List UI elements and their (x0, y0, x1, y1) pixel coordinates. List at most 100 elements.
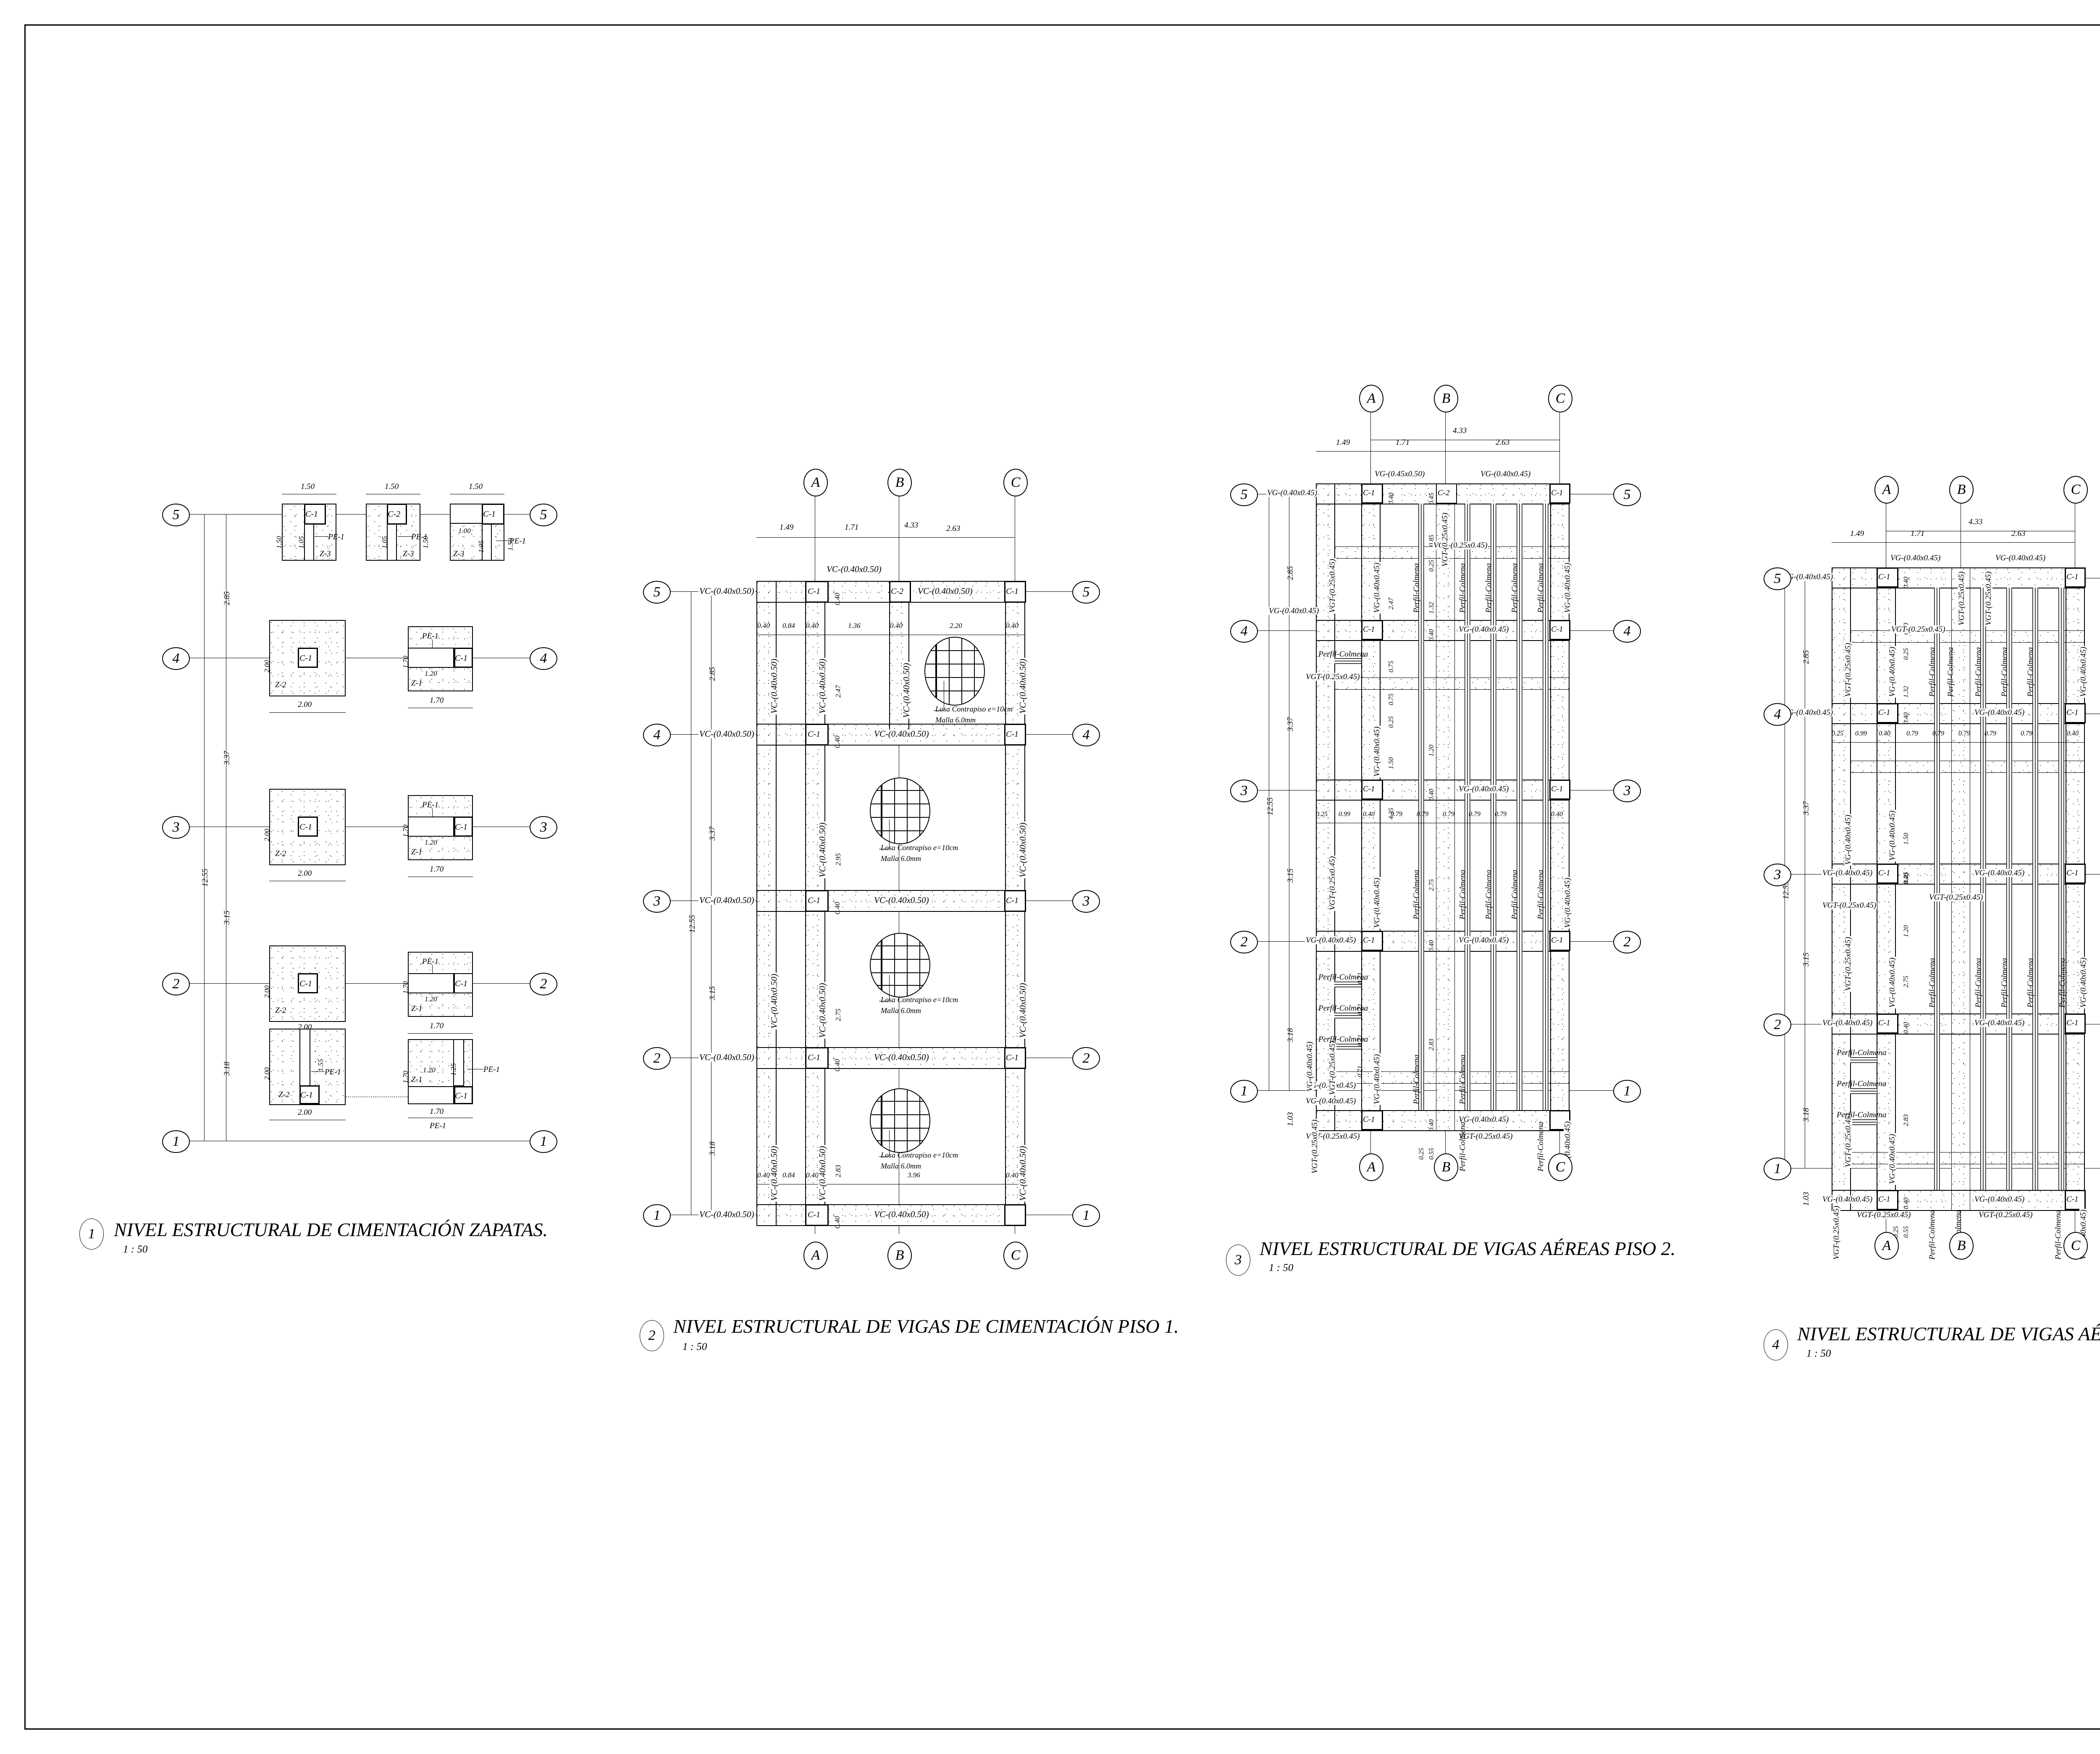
d4-o-r4a (1832, 703, 2084, 704)
footing-tag-z1-row4: Z-1 (411, 679, 423, 688)
d3-ih-040b: 0.40 (1551, 811, 1563, 818)
d3-sd-025-c: 0.25 (1418, 1148, 1425, 1160)
dim-in-040-3: 0.40 (890, 622, 903, 630)
d3-sd-247: 2.47 (1388, 598, 1395, 609)
column-tag-c1-a: C-1 (305, 509, 318, 519)
d4-joist-2 (1980, 588, 1986, 1190)
d3-ctag-c2: C-1 (1551, 936, 1563, 945)
grid-bubble-label: C (2071, 482, 2081, 497)
dim-z2-h-row4: 2.00 (263, 660, 271, 672)
footing-tag-z3-a: Z-3 (320, 549, 331, 558)
d3-vgt-h-3 (1334, 1071, 1569, 1083)
dim-in-040-1: 0.40 (757, 622, 770, 630)
beam-label-r3-left: VC-(0.40x0.50) (698, 895, 755, 905)
d4-bubble-row-1-l: 1 (1764, 1158, 1791, 1180)
beam-label-vl-2: VC-(0.40x0.50) (769, 973, 779, 1029)
losa-contrapiso-2 (870, 777, 930, 844)
d4-lbl-vg-vr1: VG-(0.40x0.45) (2079, 646, 2088, 698)
d3-joist-lbl-h1: Perfil-Colmena (1318, 650, 1368, 659)
detail-number-3: 3 (1226, 1245, 1250, 1276)
d4-joist-lbl-3: Perfil-Colmena (1974, 647, 1983, 697)
grid-bubble-row-1-l: 1 (643, 1204, 671, 1227)
grid-bubble-label: A (1882, 1238, 1891, 1253)
d4-ctag-a2: C-1 (1878, 1019, 1890, 1027)
detail-title-4: NIVEL ESTRUCTURAL DE VIGAS AÉREAS PISO (1797, 1323, 2100, 1344)
grid-bubble-label: 4 (172, 651, 180, 666)
d3-sd-283: 2.83 (1428, 1039, 1435, 1050)
dim-120-row1: 1.20 (423, 1066, 436, 1074)
column-a1 (805, 1204, 829, 1226)
d3-joist-lbl-8: Perfil-Colmena (1484, 869, 1493, 919)
d3-bubble-row-5-r: 5 (1613, 483, 1641, 506)
losa-note-2a: Losa Contrapiso e=10cm (881, 843, 958, 852)
outline-mb2 (908, 581, 909, 735)
d3-dim-263: 2.63 (1496, 438, 1510, 447)
d3-lbl-vgt-v3: VGT-(0.25x0.45) (1328, 1040, 1337, 1096)
d3-dim-149: 1.49 (1336, 438, 1350, 447)
dim-h-433: 4.33 (904, 521, 919, 530)
d3-bubble-row-3-r: 3 (1613, 780, 1641, 802)
d3-row-line-1 (1256, 1090, 1613, 1091)
footing-tag-z1-row2: Z-1 (411, 1004, 423, 1013)
grid-bubble-label: B (1441, 391, 1451, 406)
grid-bubble-label: 5 (1082, 584, 1090, 600)
d4-lbl-vg-top-r: VG-(0.40x0.45) (1995, 554, 2047, 562)
d4-lbl-vg-v2: VG-(0.40x0.45) (1888, 809, 1897, 861)
pile-label-z1-row1-r: PE-1 (483, 1065, 500, 1074)
grid-bubble-label: 5 (1774, 571, 1781, 586)
grid-bubble-row-3: 3 (162, 816, 190, 839)
d4-col-c4 (2065, 703, 2086, 723)
losa-note-4a: Losa Contrapiso e=10cm (881, 1151, 958, 1159)
footing-tag-z1-row3: Z-1 (411, 848, 423, 856)
d4-o-r4b (1832, 723, 2084, 724)
d3-sd-055: 0.55 (1428, 1148, 1435, 1160)
d3-joist-2 (1465, 504, 1470, 1110)
beam-label-vl-3: VC-(0.40x0.50) (769, 1145, 779, 1202)
d4-sd-040-b: 0.40 (1903, 712, 1910, 724)
d3-o-m2 (1380, 483, 1381, 1130)
d3-o-r4a (1316, 620, 1569, 621)
dim-in-084: 0.84 (782, 622, 795, 630)
d3-lbl-vg-r1-right: VG-(0.40x0.45) (1458, 1115, 1510, 1124)
d3-joist-5 (1543, 504, 1549, 1110)
d3-sd-040-e: 0.40 (1428, 1119, 1435, 1131)
grid-bubble-label: 4 (1623, 623, 1631, 639)
d4-bubble-col-b-top: B (1949, 476, 1974, 504)
d3-o-r1 (1550, 483, 1551, 1130)
dim-040-a4: 0.40 (833, 735, 841, 748)
d3-o-vgt3a (1334, 1071, 1569, 1072)
d3-ctag-a1: C-1 (1363, 1115, 1375, 1124)
dim-040-a5: 0.40 (833, 593, 841, 605)
d3-joist-lbl-14: Perfil-Colmena (1458, 1121, 1467, 1171)
d3-o-vgt1b (1334, 558, 1569, 559)
d3-sd-040-b: 0.40 (1428, 629, 1435, 641)
d3-bubble-row-2-l: 2 (1230, 931, 1258, 953)
d3-ih-079-2: 0.79 (1417, 811, 1428, 818)
d4-joist-3 (2006, 588, 2012, 1190)
column-tag-c3: C-1 (1006, 896, 1018, 905)
d4-vgt-h-3 (1850, 1152, 2084, 1164)
d4-lbl-vgt-vb1: VGT-(0.25x0.45) (1957, 570, 1966, 626)
dim-z1-h-row1: 1.70 (402, 1071, 410, 1083)
footing-tag-z2-row4: Z-2 (275, 680, 286, 689)
d4-ctag-a4: C-1 (1878, 708, 1890, 717)
d4-ctag-c2: C-1 (2066, 1019, 2079, 1027)
grid-bubble-label: 4 (1082, 727, 1090, 743)
d3-col-a1 (1361, 1110, 1383, 1130)
dim-bt-396: 3.96 (908, 1171, 920, 1179)
d4-bubble-row-3-l: 3 (1764, 864, 1791, 886)
drawing-vigas-aereas-piso: A B C A B C 5 4 3 2 1 5 4 3 2 1 1.49 1.7… (1760, 26, 2100, 1391)
d3-col-c1 (1549, 1110, 1570, 1130)
grid-bubble-label: B (1957, 482, 1966, 497)
d4-bubble-col-b-bot: B (1949, 1232, 1974, 1260)
column-tag-c2-b: C-2 (388, 509, 400, 519)
drawing-vigas-cimentacion: A B C A B C 5 4 3 2 1 5 4 3 2 1 1.49 1.7… (635, 26, 1223, 1370)
d3-dv-315: 3.15 (1286, 868, 1295, 882)
grid-bubble-label: 1 (1623, 1083, 1631, 1099)
d4-sd-120: 1.20 (1903, 925, 1910, 937)
d4-bubble-row-2-l: 2 (1764, 1014, 1791, 1036)
pile-leader-z2-row1 (311, 1071, 325, 1072)
d3-bubble-row-1-l: 1 (1230, 1080, 1258, 1103)
d3-col-c3 (1549, 780, 1570, 800)
d3-sd-132: 1.32 (1428, 602, 1435, 614)
